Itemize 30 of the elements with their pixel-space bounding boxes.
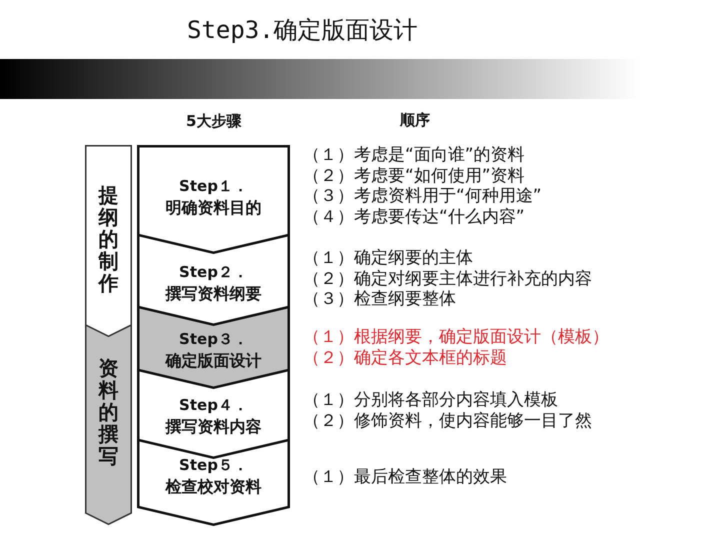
list-item: （１）根据纲要，确定版面设计（模板）: [303, 327, 609, 348]
vertical-label: 资料的撰写: [98, 357, 118, 467]
list-item: （１）分别将各部分内容填入模板: [303, 390, 558, 410]
list-item: （２）确定各文本框的标题: [303, 348, 507, 368]
process-step: [137, 145, 290, 254]
vertical-label: 提纲的制作: [98, 184, 118, 294]
step-title: 撰写资料纲要: [166, 283, 262, 304]
list-item: （３）检查纲要整体: [303, 289, 456, 310]
phase-band: [85, 325, 132, 525]
step-number: Step２．: [179, 262, 248, 283]
slide-title: Step3.确定版面设计: [187, 15, 418, 46]
list-item: （２）修饰资料，使内容能够一目了然: [303, 410, 592, 431]
step-title: 检查校对资料: [166, 476, 262, 497]
column-header: 顺序: [400, 110, 430, 130]
step-title: 撰写资料内容: [166, 416, 262, 437]
step-number: Step３．: [179, 329, 248, 350]
list-item: （１）最后检查整体的效果: [303, 467, 507, 488]
step-number: Step４．: [179, 395, 248, 416]
list-item: （２）确定对纲要主体进行补充的内容: [303, 268, 592, 289]
list-item: （１）确定纲要的主体: [303, 248, 473, 268]
step-number: Step１．: [179, 176, 248, 197]
step-title: 明确资料目的: [166, 197, 262, 218]
list-item: （１）考虑是“面向谁”的资料: [303, 145, 525, 166]
column-header: 5大步骤: [186, 111, 242, 131]
step-number: Step５．: [179, 455, 248, 476]
list-item: （４）考虑要传达“什么内容”: [303, 206, 525, 227]
step-title: 确定版面设计: [166, 350, 262, 371]
list-item: （２）考虑要“如何使用”资料: [303, 166, 525, 186]
phase-band: [85, 145, 132, 337]
list-item: （３）考虑资料用于“何种用途”: [303, 186, 542, 206]
